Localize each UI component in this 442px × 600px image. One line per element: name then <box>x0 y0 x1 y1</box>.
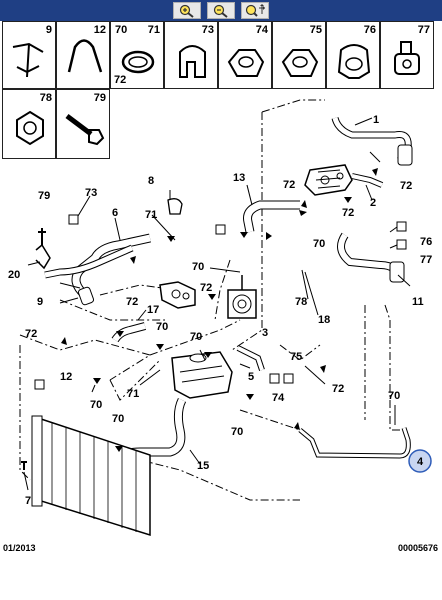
label-73[interactable]: 73 <box>85 187 97 199</box>
label-72[interactable]: 72 <box>283 179 295 191</box>
footer-date: 01/2013 <box>3 543 36 553</box>
label-17[interactable]: 17 <box>147 304 159 316</box>
thumb-part-76[interactable]: 76 <box>326 21 380 89</box>
bleed-screw-icon <box>394 41 420 75</box>
thumb-number: 12 <box>93 24 106 36</box>
label-72[interactable]: 72 <box>126 296 138 308</box>
thumb-part-75[interactable]: 75 <box>272 21 326 89</box>
magnifier-plus-icon <box>179 4 194 18</box>
label-72[interactable]: 72 <box>200 282 212 294</box>
thumb-number-bottom: 72 <box>114 74 127 86</box>
footer-reference: 00005676 <box>397 543 438 553</box>
thumb-part-79[interactable]: 79 <box>56 89 110 159</box>
clip-bracket-icon <box>12 42 44 78</box>
label-15[interactable]: 15 <box>197 460 209 472</box>
label-70[interactable]: 70 <box>388 390 400 402</box>
label-75[interactable]: 75 <box>290 351 302 363</box>
thumb-number: 77 <box>417 24 430 36</box>
label-72[interactable]: 72 <box>332 383 344 395</box>
label-6[interactable]: 6 <box>112 207 118 219</box>
label-70[interactable]: 70 <box>231 426 243 438</box>
magnifier-move-icon <box>245 3 265 17</box>
thumb-part-9[interactable]: 9 <box>2 21 56 89</box>
label-70[interactable]: 70 <box>190 331 202 343</box>
thermostat-housing <box>304 164 384 196</box>
label-5[interactable]: 5 <box>248 371 254 383</box>
thumb-part-77[interactable]: 77 <box>380 21 434 89</box>
spring-clip-icon <box>67 39 103 73</box>
label-4[interactable]: 4 <box>417 456 424 468</box>
expansion-tank <box>171 351 233 399</box>
hose-clip-icon <box>337 44 371 79</box>
thumb-number: 9 <box>45 24 52 36</box>
label-9[interactable]: 9 <box>37 296 43 308</box>
label-70[interactable]: 70 <box>313 238 325 250</box>
label-12[interactable]: 12 <box>60 371 72 383</box>
label-7[interactable]: 7 <box>25 495 31 507</box>
highlight-marker[interactable] <box>408 449 432 473</box>
label-72[interactable]: 72 <box>400 180 412 192</box>
magnifier-minus-icon <box>213 4 228 18</box>
radiator <box>31 415 151 537</box>
thumb-number: 74 <box>255 24 268 36</box>
hose-clip-icon <box>281 49 319 77</box>
label-18[interactable]: 18 <box>318 314 330 326</box>
thumb-part-73[interactable]: 73 <box>164 21 218 89</box>
label-72[interactable]: 72 <box>25 328 37 340</box>
label-71[interactable]: 71 <box>127 388 139 400</box>
label-72[interactable]: 72 <box>342 207 354 219</box>
label-71[interactable]: 71 <box>145 209 157 221</box>
label-78[interactable]: 78 <box>295 296 307 308</box>
label-8[interactable]: 8 <box>148 175 154 187</box>
thumb-number: 73 <box>201 24 214 36</box>
oil-cooler-3 <box>227 275 257 319</box>
cap-8 <box>167 198 183 215</box>
label-13[interactable]: 13 <box>233 172 245 184</box>
zoom-out-button[interactable] <box>207 2 235 19</box>
label-2[interactable]: 2 <box>370 197 376 209</box>
hose-clip-icon <box>179 45 206 78</box>
thumb-number-2: 71 <box>147 24 160 36</box>
thumb-number: 70 <box>115 24 128 36</box>
label-11[interactable]: 11 <box>412 296 424 308</box>
thumb-number: 79 <box>93 92 106 104</box>
label-1[interactable]: 1 <box>373 114 379 126</box>
label-76[interactable]: 76 <box>420 236 432 248</box>
water-valve <box>159 281 196 309</box>
thumb-number: 78 <box>39 92 52 104</box>
label-70[interactable]: 70 <box>192 261 204 273</box>
thumb-part-74[interactable]: 74 <box>218 21 272 89</box>
label-70[interactable]: 70 <box>90 399 102 411</box>
outline-frame <box>19 99 400 501</box>
zoom-in-button[interactable] <box>173 2 201 19</box>
thumb-part-12[interactable]: 12 <box>56 21 110 89</box>
thumb-number: 76 <box>363 24 376 36</box>
thumb-part-70-71[interactable]: 70 71 72 <box>110 21 164 89</box>
hose-clip-icon <box>227 49 265 77</box>
label-70[interactable]: 70 <box>156 321 168 333</box>
label-20[interactable]: 20 <box>8 269 20 281</box>
nut-icon <box>16 110 44 146</box>
label-3[interactable]: 3 <box>262 327 268 339</box>
label-79[interactable]: 79 <box>38 190 50 202</box>
label-70[interactable]: 70 <box>112 413 124 425</box>
thumb-part-78[interactable]: 78 <box>2 89 56 159</box>
thumb-number: 75 <box>309 24 322 36</box>
toolbar <box>0 0 442 21</box>
pan-zoom-button[interactable] <box>241 2 269 19</box>
label-74[interactable]: 74 <box>272 392 285 404</box>
hose-clamp-icon <box>121 50 155 74</box>
bolt-icon <box>65 114 105 146</box>
label-77[interactable]: 77 <box>420 254 432 266</box>
